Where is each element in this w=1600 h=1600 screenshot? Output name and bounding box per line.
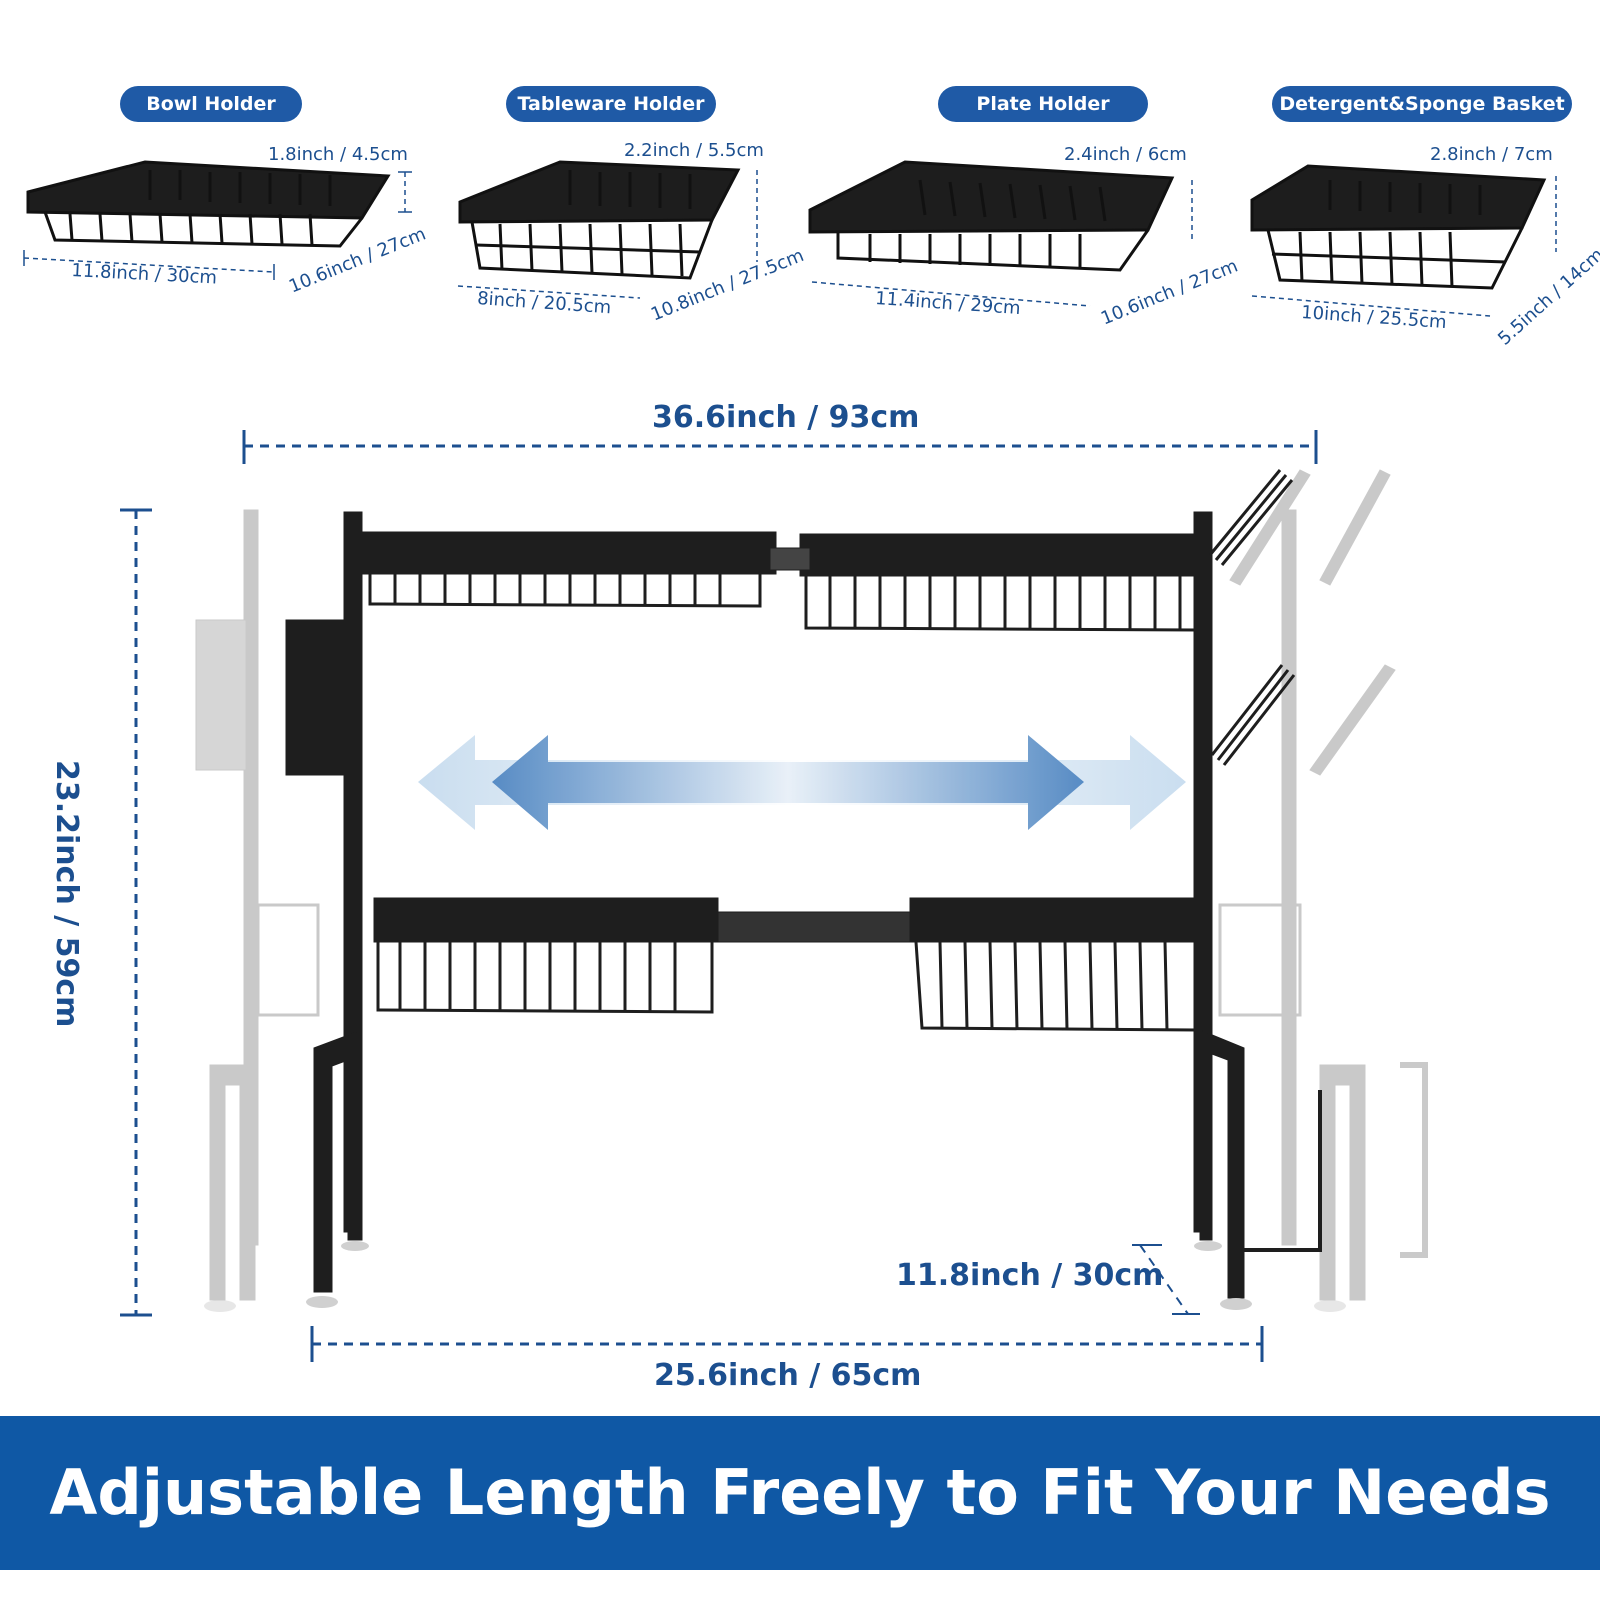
adjust-arrows	[418, 735, 1186, 830]
rack-max-width: 36.6inch / 93cm	[652, 400, 920, 435]
tableware-holder-height: 2.2inch / 5.5cm	[624, 140, 764, 161]
rack-min-width: 25.6inch / 65cm	[654, 1358, 922, 1393]
rack-feet	[204, 1241, 1346, 1312]
detergent-sponge-dimension-lines	[1251, 176, 1557, 317]
bowl-holder-dimension-lines	[23, 171, 412, 280]
plate-holder-label: Plate Holder	[938, 86, 1148, 122]
rack-dimension-lines	[134, 444, 1316, 1346]
tableware-holder-label: Tableware Holder	[506, 86, 716, 122]
rack-extended-ghost	[195, 469, 1428, 1301]
plate-holder-height: 2.4inch / 6cm	[1064, 144, 1187, 165]
rack-main-wires	[368, 469, 1322, 1252]
detergent-sponge-basket-label: Detergent&Sponge Basket	[1272, 86, 1572, 122]
detergent-sponge-basket-height: 2.8inch / 7cm	[1430, 144, 1553, 165]
bowl-holder-height: 1.8inch / 4.5cm	[268, 144, 408, 165]
rack-height: 23.2inch / 59cm	[49, 760, 84, 1028]
detergent-sponge-basket	[1250, 164, 1547, 290]
bottom-banner: Adjustable Length Freely to Fit Your Nee…	[0, 1416, 1600, 1570]
rack-main	[285, 511, 1245, 1299]
rack-depth: 11.8inch / 30cm	[896, 1258, 1164, 1293]
bowl-holder-label: Bowl Holder	[120, 86, 302, 122]
plate-holder-dimension-lines	[811, 180, 1193, 307]
banner-headline: Adjustable Length Freely to Fit Your Nee…	[49, 1456, 1551, 1529]
plate-holder-basket	[808, 160, 1175, 272]
tableware-holder-basket	[458, 160, 741, 280]
tableware-holder-dimension-lines	[457, 170, 758, 299]
bowl-holder-basket	[26, 160, 391, 248]
